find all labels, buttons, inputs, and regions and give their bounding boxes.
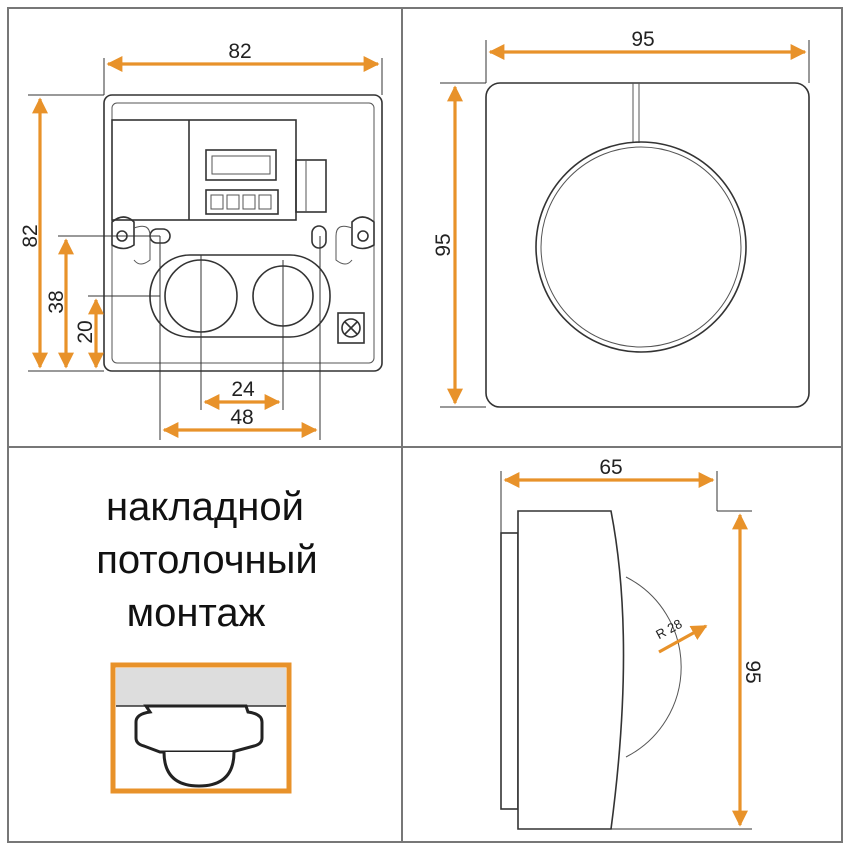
dim-front-width-label: 95	[631, 28, 654, 51]
sensor-lens-outer	[535, 141, 747, 353]
caption-line-3: монтаж	[127, 591, 266, 635]
dim-front-height-label: 95	[432, 233, 455, 256]
housing-outline	[103, 94, 383, 372]
dim-mount-spacing-label: 48	[230, 406, 253, 429]
caption-line-2: потолочный	[96, 538, 317, 582]
slot-right	[311, 225, 327, 249]
panel-grid	[7, 7, 843, 843]
front-housing	[485, 82, 810, 408]
cable-entries	[149, 254, 331, 410]
dim-height-label: 82	[19, 224, 42, 247]
earth-terminal	[337, 312, 365, 344]
dim-side-depth-label: 65	[599, 456, 622, 479]
side-view-panel: 65 95 R 28	[500, 456, 764, 830]
mounting-tabs	[111, 216, 375, 265]
ceiling-mount-icon	[110, 662, 292, 794]
mounting-type-panel: накладной потолочный монтаж	[96, 485, 318, 794]
dim-hole-spacing-label: 24	[231, 378, 255, 401]
front-view-panel: 95 95	[432, 28, 810, 408]
dim-hole-height-label: 38	[45, 290, 68, 313]
dim-width-label: 82	[228, 40, 251, 63]
electronics-module	[111, 119, 327, 221]
mount-plate	[500, 532, 519, 810]
ceiling-surface	[116, 668, 286, 706]
display-window	[205, 149, 277, 181]
dim-radius-label: R 28	[653, 616, 684, 642]
back-view-panel: 82 82 38 20 24 48	[19, 40, 383, 440]
connector	[295, 159, 327, 213]
detector-dome-icon	[162, 751, 236, 788]
dim-center-height-label: 20	[74, 320, 97, 343]
dome-profile	[625, 576, 682, 758]
detector-body-icon	[134, 704, 264, 754]
arrow-radius	[658, 624, 708, 654]
terminal-block	[205, 189, 279, 215]
dim-side-height-label: 95	[741, 660, 764, 683]
caption-line-1: накладной	[106, 485, 304, 529]
sensor-lens-inner	[540, 146, 742, 348]
side-body-profile	[517, 510, 625, 830]
